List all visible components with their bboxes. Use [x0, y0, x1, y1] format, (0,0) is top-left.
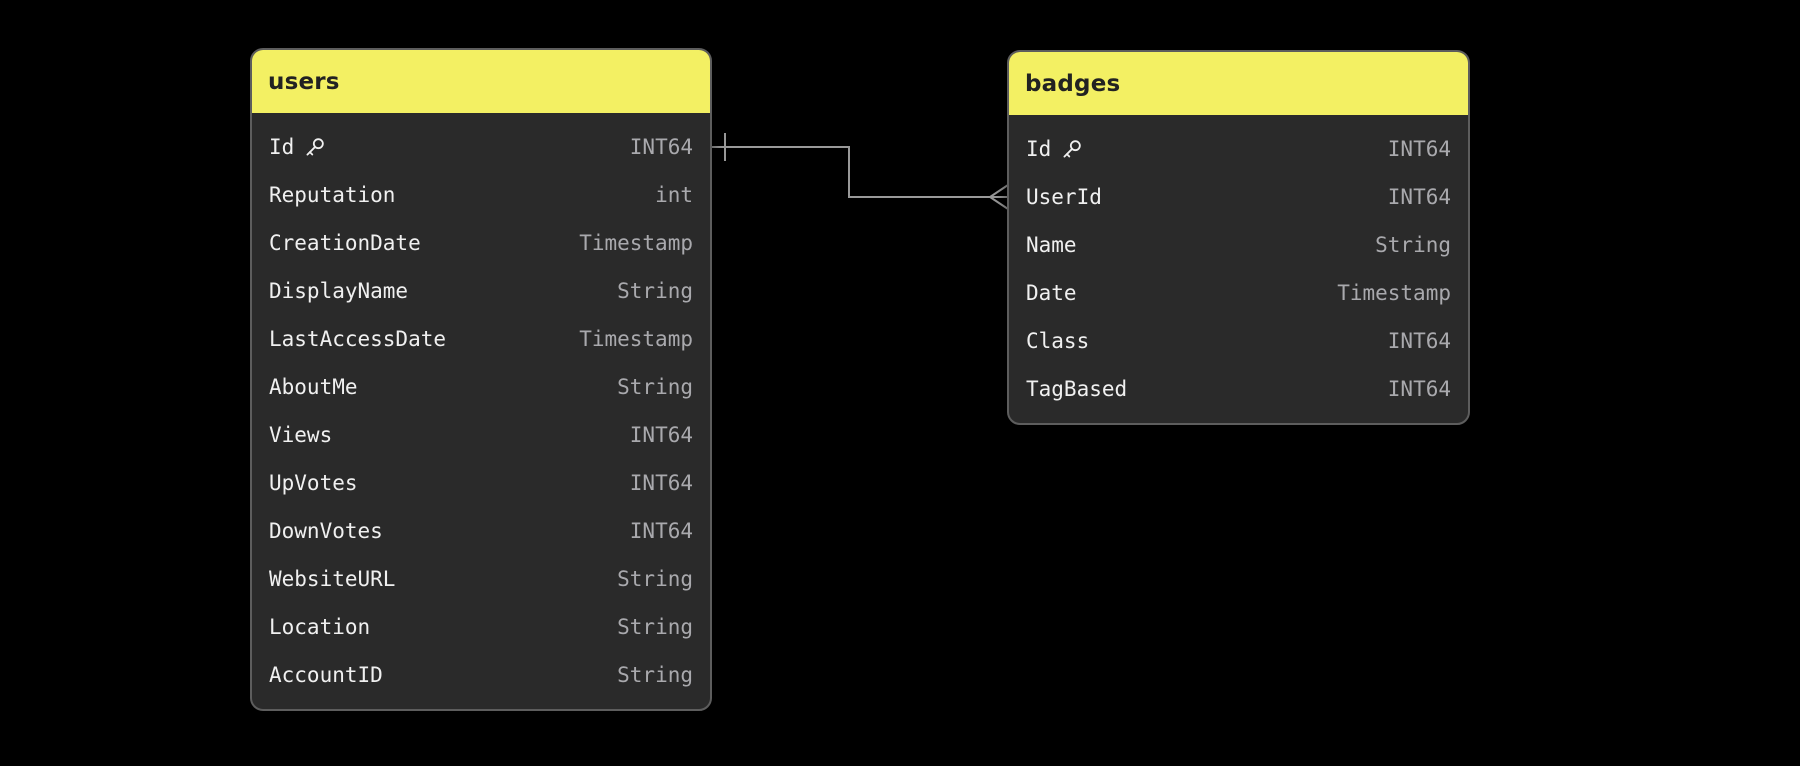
field-name: Date: [1026, 281, 1077, 305]
key-icon: [1060, 138, 1083, 161]
field-name: DownVotes: [269, 519, 383, 543]
field-name: AboutMe: [269, 375, 358, 399]
field-type: INT64: [629, 423, 693, 447]
field-name: LastAccessDate: [269, 327, 447, 351]
field-type: Timestamp: [579, 327, 693, 351]
field-row-reputation[interactable]: Reputation int: [252, 171, 710, 219]
field-name: WebsiteURL: [269, 567, 396, 591]
field-name: Id: [1026, 137, 1052, 161]
field-type: INT64: [629, 135, 693, 159]
field-type: Timestamp: [579, 231, 693, 255]
field-name: Name: [1026, 233, 1077, 257]
field-row-creationdate[interactable]: CreationDate Timestamp: [252, 219, 710, 267]
field-row-lastaccessdate[interactable]: LastAccessDate Timestamp: [252, 315, 710, 363]
field-type: String: [617, 567, 693, 591]
field-row-downvotes[interactable]: DownVotes INT64: [252, 507, 710, 555]
field-type: String: [617, 615, 693, 639]
field-type: INT64: [1387, 377, 1451, 401]
field-row-websiteurl[interactable]: WebsiteURL String: [252, 555, 710, 603]
key-icon: [303, 136, 326, 159]
field-type: String: [1375, 233, 1451, 257]
field-type: INT64: [629, 519, 693, 543]
table-title: badges: [1025, 70, 1121, 97]
field-type: INT64: [1387, 329, 1451, 353]
field-row-aboutme[interactable]: AboutMe String: [252, 363, 710, 411]
field-name: Reputation: [269, 183, 396, 207]
table-header-users[interactable]: users: [252, 50, 710, 113]
field-row-userid[interactable]: UserId INT64: [1009, 173, 1468, 221]
field-row-id[interactable]: Id INT64: [1009, 125, 1468, 173]
field-name: AccountID: [269, 663, 383, 687]
field-name: UpVotes: [269, 471, 358, 495]
field-type: String: [617, 663, 693, 687]
field-name: CreationDate: [269, 231, 421, 255]
field-row-upvotes[interactable]: UpVotes INT64: [252, 459, 710, 507]
field-row-location[interactable]: Location String: [252, 603, 710, 651]
field-row-displayname[interactable]: DisplayName String: [252, 267, 710, 315]
field-row-date[interactable]: Date Timestamp: [1009, 269, 1468, 317]
field-name: Class: [1026, 329, 1090, 353]
field-name: TagBased: [1026, 377, 1128, 401]
relationship-users-badges[interactable]: [712, 133, 1009, 210]
field-name: DisplayName: [269, 279, 409, 303]
field-name: Views: [269, 423, 333, 447]
field-row-tagbased[interactable]: TagBased INT64: [1009, 365, 1468, 413]
field-type: Timestamp: [1337, 281, 1451, 305]
cardinality-many-marker: [988, 184, 1009, 210]
field-type: INT64: [1387, 185, 1451, 209]
table-header-badges[interactable]: badges: [1009, 52, 1468, 115]
field-row-accountid[interactable]: AccountID String: [252, 651, 710, 699]
field-name: Id: [269, 135, 295, 159]
field-type: int: [655, 183, 693, 207]
field-type: INT64: [1387, 137, 1451, 161]
field-type: INT64: [629, 471, 693, 495]
field-type: String: [617, 279, 693, 303]
field-type: String: [617, 375, 693, 399]
field-name: Location: [269, 615, 371, 639]
table-title: users: [268, 68, 340, 95]
field-row-name[interactable]: Name String: [1009, 221, 1468, 269]
field-name: UserId: [1026, 185, 1102, 209]
field-row-id[interactable]: Id INT64: [252, 123, 710, 171]
field-row-views[interactable]: Views INT64: [252, 411, 710, 459]
field-row-class[interactable]: Class INT64: [1009, 317, 1468, 365]
